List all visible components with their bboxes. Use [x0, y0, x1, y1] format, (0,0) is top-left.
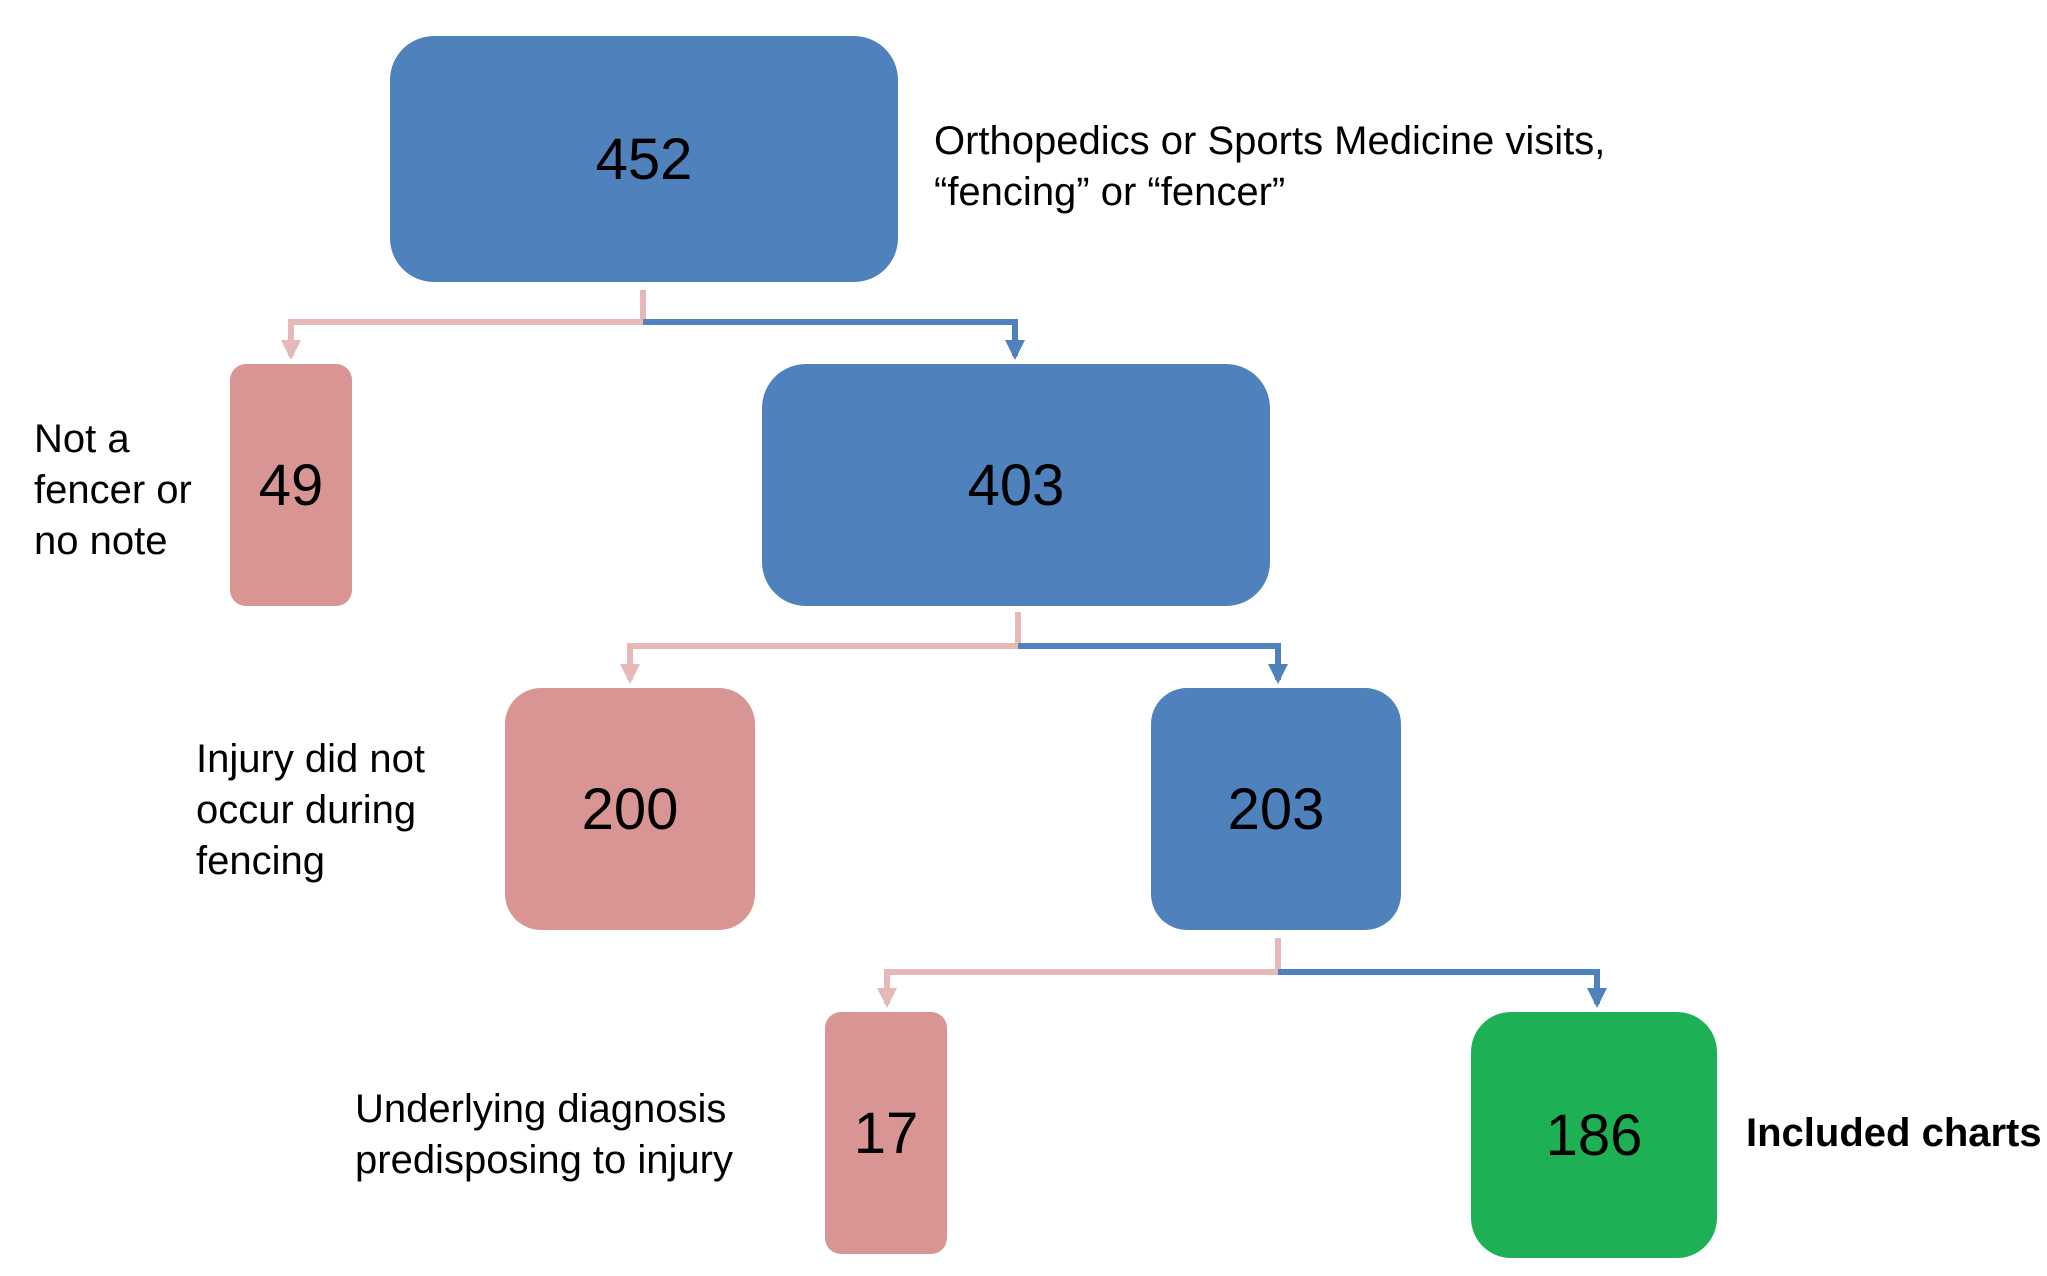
- node-level-1-count: 403: [967, 452, 1065, 518]
- node-root: 452: [390, 36, 898, 282]
- arrowhead-level-2: [1268, 664, 1288, 684]
- node-exclusion-1-count: 49: [258, 452, 324, 518]
- node-final: 186: [1471, 1012, 1717, 1258]
- arrowhead-exclusion-2: [620, 664, 640, 684]
- node-level-2-count: 203: [1227, 776, 1325, 842]
- node-final-label: Included charts: [1746, 1111, 2042, 1155]
- connector-final: [1278, 969, 1600, 1004]
- node-exclusion-3: 17: [825, 1012, 947, 1254]
- arrowhead-level-1: [1005, 340, 1025, 360]
- node-final-count: 186: [1545, 1102, 1643, 1168]
- arrowhead-exclusion-3: [877, 988, 897, 1008]
- node-exclusion-2: 200: [505, 688, 755, 930]
- node-exclusion-3-label: Underlying diagnosis predisposing to inj…: [355, 1087, 733, 1182]
- connector-exclusion-1: [288, 290, 646, 356]
- node-exclusion-1-label: Not a fencer or no note: [34, 417, 192, 563]
- node-root-count: 452: [595, 126, 693, 192]
- node-level-2: 203: [1151, 688, 1401, 930]
- node-root-label: Orthopedics or Sports Medicine visits, “…: [934, 119, 1606, 214]
- node-exclusion-2-count: 200: [581, 776, 679, 842]
- node-exclusion-2-label: Injury did not occur during fencing: [196, 737, 426, 883]
- node-exclusion-3-count: 17: [853, 1100, 919, 1166]
- connector-level-2: [1018, 643, 1281, 680]
- connector-level-1: [643, 319, 1018, 356]
- node-level-1: 403: [762, 364, 1270, 606]
- connector-exclusion-3: [884, 938, 1281, 1004]
- node-exclusion-1: 49: [230, 364, 352, 606]
- arrowhead-exclusion-1: [281, 340, 301, 360]
- connector-exclusion-2: [627, 612, 1021, 680]
- arrowhead-final: [1587, 988, 1607, 1008]
